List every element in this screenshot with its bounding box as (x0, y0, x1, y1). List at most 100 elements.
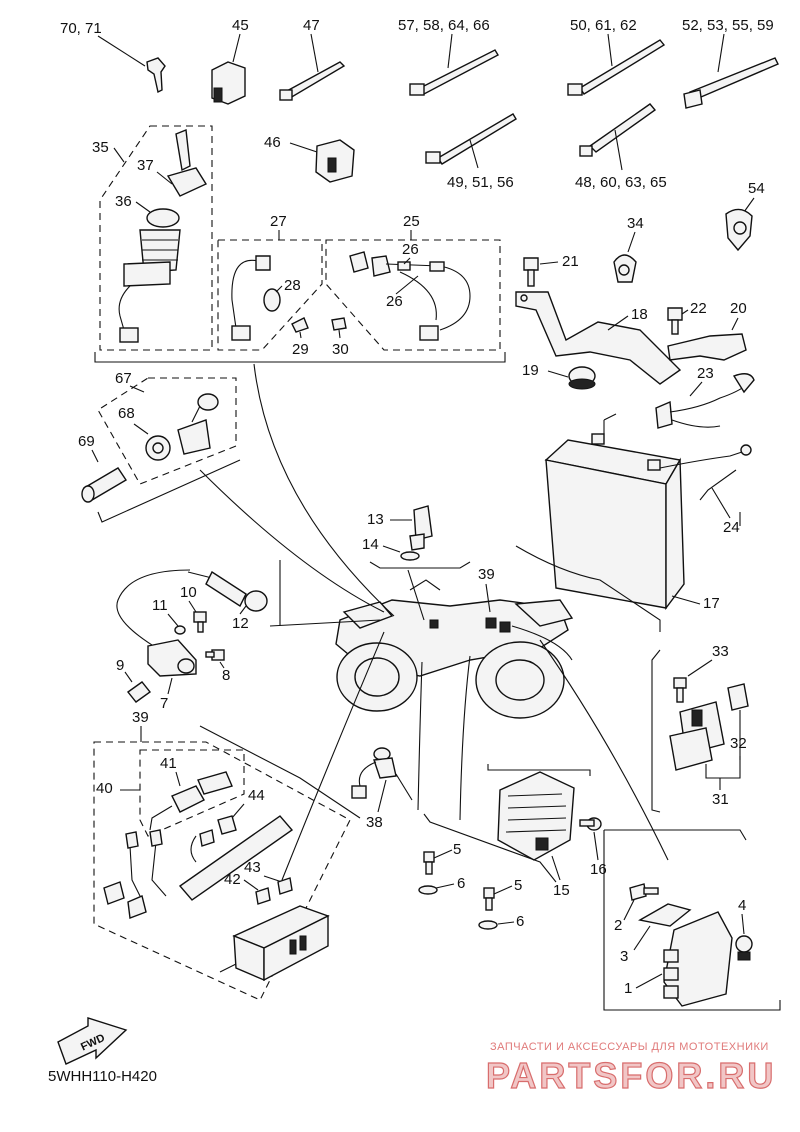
callout-46: 46 (264, 134, 281, 151)
bolt-33 (673, 677, 687, 703)
cdi-unit-1 (663, 911, 733, 1007)
atv-vehicle (335, 579, 574, 719)
callout-25: 25 (403, 213, 420, 230)
callout-52-53-55-59: 52, 53, 55, 59 (682, 17, 774, 34)
bolt-10 (193, 611, 207, 633)
relay-part-46 (315, 139, 355, 183)
bolt-22 (667, 307, 683, 335)
callout-21: 21 (562, 253, 579, 270)
fwd-arrow: FWD (57, 1017, 128, 1065)
fuse-42-43 (255, 877, 293, 905)
cable-tie-57 (409, 49, 499, 96)
wire-harness-25 (349, 251, 471, 341)
callout-18: 18 (631, 306, 648, 323)
callout-29: 29 (292, 341, 309, 358)
starter-relay-31 (669, 701, 725, 771)
battery-17 (544, 413, 685, 611)
callout-17: 17 (703, 595, 720, 612)
cable-tie-49 (425, 113, 517, 165)
bolt-5a (423, 851, 435, 875)
accessory-socket-67 (177, 393, 219, 455)
callout-69: 69 (78, 433, 95, 450)
washer-14 (400, 551, 420, 561)
callout-20: 20 (730, 300, 747, 317)
fuse-holder-41 (149, 771, 233, 831)
callout-8: 8 (222, 667, 230, 684)
callout-45: 45 (232, 17, 249, 34)
clamp-tie-52 (683, 57, 779, 109)
callout-50-61-62: 50, 61, 62 (570, 17, 637, 34)
callout-5b: 5 (514, 877, 522, 894)
cable-tie-50 (567, 39, 666, 96)
bracket-3 (638, 903, 692, 927)
callout-26a: 26 (402, 241, 419, 258)
gear-part-68 (145, 435, 171, 461)
bolt-5b (483, 887, 495, 911)
fuse-box (219, 905, 330, 982)
callout-14: 14 (362, 536, 379, 553)
callout-47: 47 (303, 17, 320, 34)
callout-40: 40 (96, 780, 113, 797)
cable-tie-48 (579, 103, 657, 157)
callout-34: 34 (627, 215, 644, 232)
callout-43: 43 (244, 859, 261, 876)
damper-19 (568, 366, 596, 390)
callout-3: 3 (620, 948, 628, 965)
callout-23: 23 (697, 365, 714, 382)
battery-lead-24 (659, 444, 752, 501)
watermark-brand: PARTSFOR.RU (486, 1055, 776, 1096)
washer-11 (174, 625, 186, 635)
callout-48-60-63-65: 48, 60, 63, 65 (575, 174, 667, 191)
callout-28: 28 (284, 277, 301, 294)
callout-32: 32 (730, 735, 747, 752)
bolt-2 (629, 883, 659, 901)
callout-44: 44 (248, 787, 265, 804)
grommet-4 (735, 935, 753, 961)
terminal-cover-20 (667, 333, 747, 361)
grip-69 (81, 467, 127, 503)
main-switch-key (166, 129, 208, 197)
callout-16: 16 (590, 861, 607, 878)
washer-6b (478, 920, 498, 930)
callout-5a: 5 (453, 841, 461, 858)
callout-27: 27 (270, 213, 287, 230)
callout-39b: 39 (132, 709, 149, 726)
callout-39a: 39 (478, 566, 495, 583)
callout-68: 68 (118, 405, 135, 422)
wire-harness-39 (103, 815, 294, 919)
clamp-part-34 (613, 254, 637, 283)
callout-11: 11 (152, 597, 168, 614)
callout-33: 33 (712, 643, 729, 660)
callout-19: 19 (522, 362, 539, 379)
callout-49-51-56: 49, 51, 56 (447, 174, 514, 191)
callout-70-71: 70, 71 (60, 20, 102, 37)
ignition-coil-7 (116, 569, 197, 677)
bolt-21 (523, 257, 539, 287)
rectifier-15 (497, 771, 575, 861)
callout-35: 35 (92, 139, 109, 156)
diagram-code: 5WHH110-H420 (48, 1068, 157, 1085)
main-switch-body (118, 208, 181, 343)
callout-4: 4 (738, 897, 746, 914)
coupler-part-45 (211, 61, 246, 105)
callout-12: 12 (232, 615, 249, 632)
callout-2: 2 (614, 917, 622, 934)
callout-10: 10 (180, 584, 197, 601)
neutral-switch-38 (351, 747, 413, 801)
callout-38: 38 (366, 814, 383, 831)
callout-6a: 6 (457, 875, 465, 892)
fuse-32 (727, 683, 749, 711)
battery-lead-23 (655, 373, 755, 429)
watermark-subtitle: ЗАПЧАСТИ И АКСЕССУАРЫ ДЛЯ МОТОТЕХНИКИ (490, 1041, 769, 1053)
bolt-8 (205, 649, 225, 661)
callout-67: 67 (115, 370, 132, 387)
callout-41: 41 (160, 755, 177, 772)
callout-7: 7 (160, 695, 168, 712)
callout-54: 54 (748, 180, 765, 197)
callout-37: 37 (137, 157, 154, 174)
callout-42: 42 (224, 871, 241, 888)
connector-44 (217, 815, 237, 835)
grommet-29-30 (291, 317, 347, 333)
plug-cap-12 (187, 570, 268, 612)
callout-22: 22 (690, 300, 707, 317)
